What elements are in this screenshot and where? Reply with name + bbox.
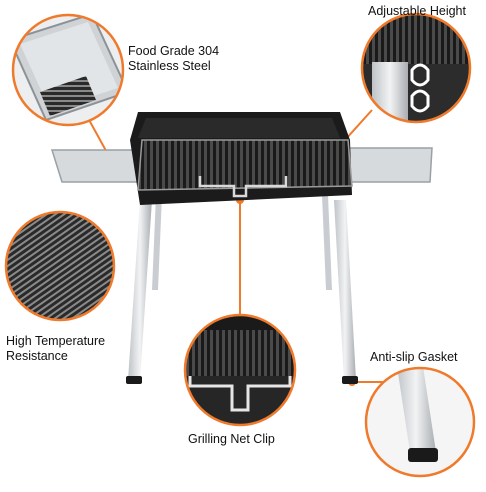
inset-net-clip	[183, 313, 297, 427]
grill-leg-back-left	[152, 195, 162, 290]
grill-foot-right	[342, 376, 358, 384]
grill-net-clip	[198, 176, 288, 198]
side-tray-right	[345, 147, 433, 183]
grill-foot-left	[126, 376, 142, 384]
label-adjustable-height: Adjustable Height	[368, 4, 466, 19]
label-stainless-steel: Food Grade 304 Stainless Steel	[128, 44, 219, 74]
label-line: Stainless Steel	[128, 59, 211, 73]
label-line: High Temperature	[6, 334, 106, 348]
inset-stainless-tray	[11, 13, 125, 127]
label-high-temperature: High Temperature Resistance	[6, 334, 105, 364]
grill-leg-back-right	[322, 195, 332, 290]
label-grilling-net-clip: Grilling Net Clip	[188, 432, 275, 447]
grill-body	[50, 112, 433, 384]
grill-leg-front-left	[128, 200, 152, 380]
label-line: Grilling Net Clip	[188, 432, 275, 446]
grill-grate	[137, 139, 353, 191]
label-anti-slip-gasket: Anti-slip Gasket	[370, 350, 458, 365]
inset-adjustable-height	[360, 12, 472, 124]
label-line: Anti-slip Gasket	[370, 350, 458, 364]
grill-leg-front-right	[334, 200, 356, 380]
inset-foot-gasket	[364, 366, 476, 478]
label-line: Food Grade 304	[128, 44, 220, 58]
label-line: Resistance	[6, 349, 68, 363]
label-line: Adjustable Height	[368, 4, 466, 18]
